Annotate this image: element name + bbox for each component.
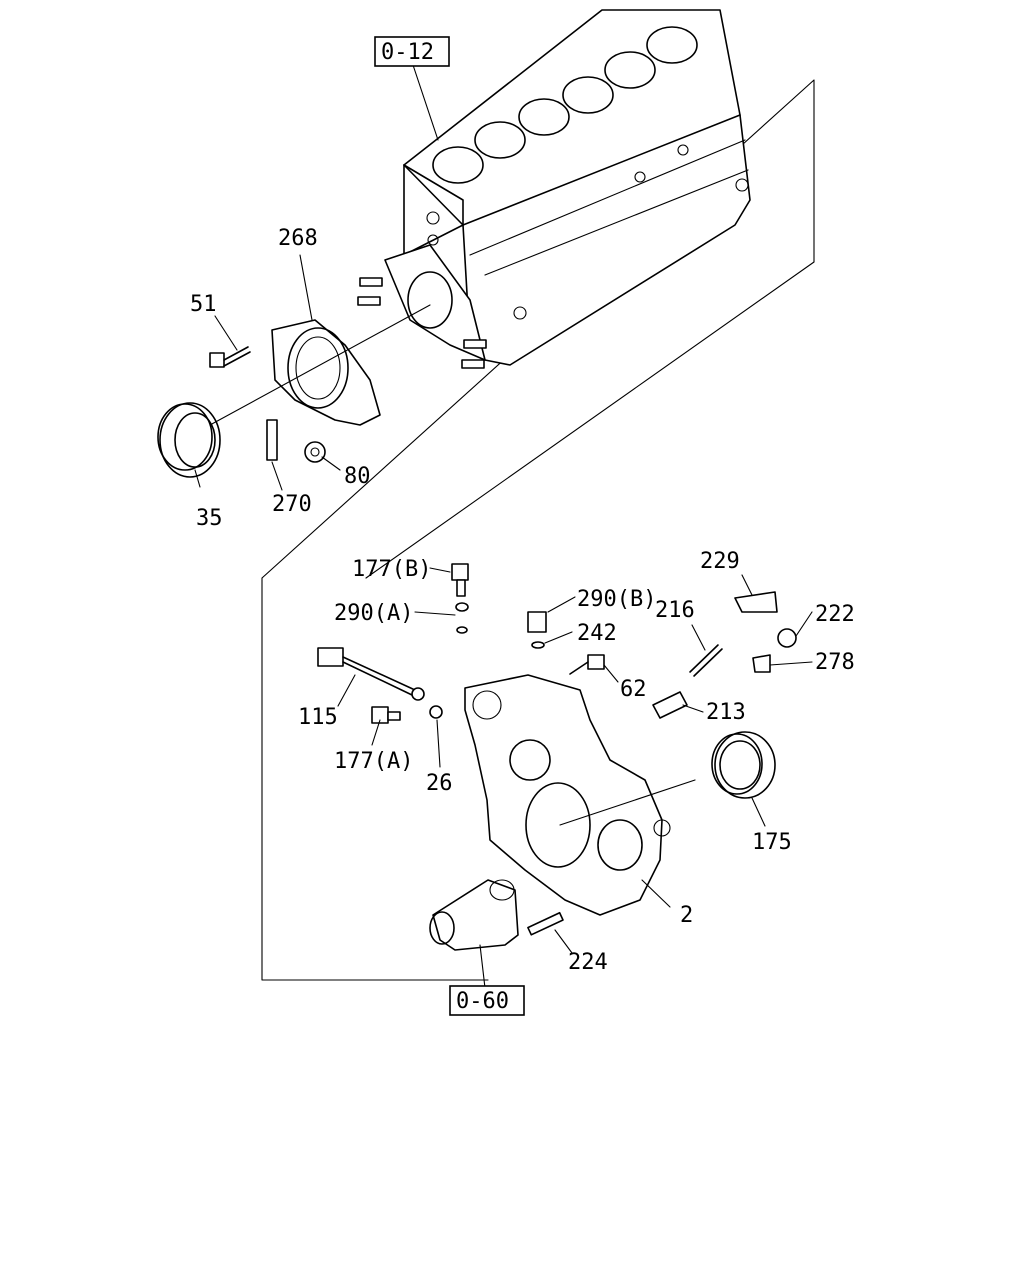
- block-studs: [357, 277, 487, 369]
- part-label-278: 278: [815, 650, 855, 675]
- rear-oil-seal-retainer: [271, 319, 381, 426]
- part-label-177b: 177(B): [352, 557, 431, 582]
- rear-oil-seal: [157, 402, 221, 478]
- rod-216: [689, 644, 723, 677]
- bolt-177a: [371, 706, 401, 724]
- part-label-51: 51: [190, 292, 217, 317]
- part-label-216: 216: [655, 598, 695, 623]
- reference-box-lower: 0-60: [449, 985, 525, 1016]
- part-label-290b: 290(B): [577, 587, 656, 612]
- part-label-2: 2: [680, 903, 693, 928]
- reference-box-upper: 0-12: [374, 36, 450, 67]
- part-label-62: 62: [620, 677, 647, 702]
- timing-gear-case: [464, 674, 671, 916]
- plug-290b: [527, 611, 547, 649]
- part-label-26: 26: [426, 771, 453, 796]
- clip-278: [752, 654, 771, 673]
- part-label-270: 270: [272, 492, 312, 517]
- part-label-213: 213: [706, 700, 746, 725]
- bracket-229: [734, 591, 778, 613]
- part-label-268: 268: [278, 226, 318, 251]
- part-labels: 268 51 35 270 80 177(B) 290(A) 290(B) 24…: [190, 226, 855, 975]
- bolt-62: [569, 654, 605, 675]
- bolt-51: [209, 346, 251, 368]
- part-label-290a: 290(A): [334, 601, 413, 626]
- front-oil-seal: [711, 731, 776, 799]
- stud-270: [266, 419, 278, 461]
- bolt-177b: [451, 563, 469, 634]
- leader-lines: [194, 64, 813, 989]
- part-label-224: 224: [568, 950, 608, 975]
- reference-upper-label: 0-12: [381, 40, 434, 65]
- part-label-229: 229: [700, 549, 740, 574]
- part-label-177a: 177(A): [334, 749, 413, 774]
- part-label-80: 80: [344, 464, 371, 489]
- part-label-115: 115: [298, 705, 338, 730]
- sensor-115: [317, 647, 425, 701]
- cylinder-bores: [432, 26, 698, 184]
- part-label-242: 242: [577, 621, 617, 646]
- assembly-boundary-panel: [261, 79, 815, 981]
- clip-26: [429, 705, 443, 719]
- stud-224: [527, 911, 564, 936]
- part-label-175: 175: [752, 830, 792, 855]
- reference-lower-label: 0-60: [456, 989, 509, 1014]
- part-label-222: 222: [815, 602, 855, 627]
- bracket-213: [652, 691, 688, 719]
- nut-222: [777, 628, 797, 648]
- nut-80: [304, 441, 326, 463]
- part-label-35: 35: [196, 506, 223, 531]
- cylinder-block: [357, 9, 751, 369]
- starter-motor: [429, 879, 519, 951]
